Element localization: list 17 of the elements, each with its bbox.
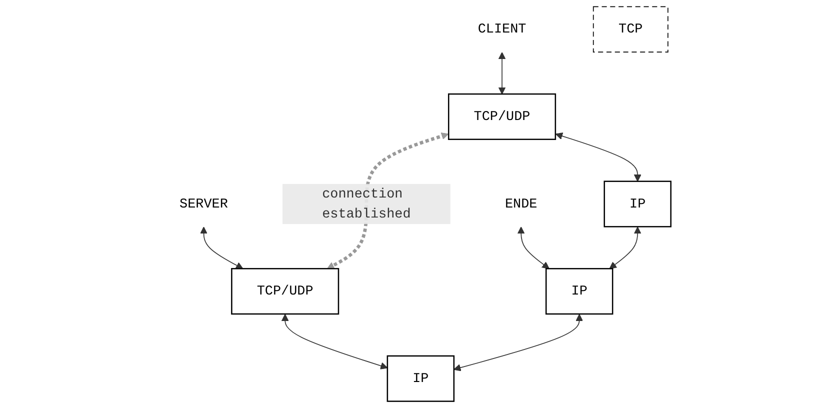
arrow: [200, 226, 244, 269]
node-text: ENDE: [504, 196, 538, 212]
arrow: [517, 226, 550, 269]
node-box: TCP/UDP: [448, 93, 556, 140]
node-box: IP: [604, 180, 672, 228]
arrow: [555, 132, 642, 182]
node-text: SERVER: [179, 196, 228, 212]
node-box: TCP: [592, 6, 668, 52]
arrow: [453, 314, 583, 372]
arrow: [281, 314, 388, 370]
node-box: IP: [545, 268, 614, 315]
arrow: [498, 52, 506, 94]
node-box: TCP/UDP: [230, 268, 339, 315]
edge-label: connection established: [322, 186, 411, 222]
node-text: CLIENT: [478, 22, 526, 37]
arrow: [609, 226, 642, 269]
node-box: IP: [386, 355, 454, 402]
